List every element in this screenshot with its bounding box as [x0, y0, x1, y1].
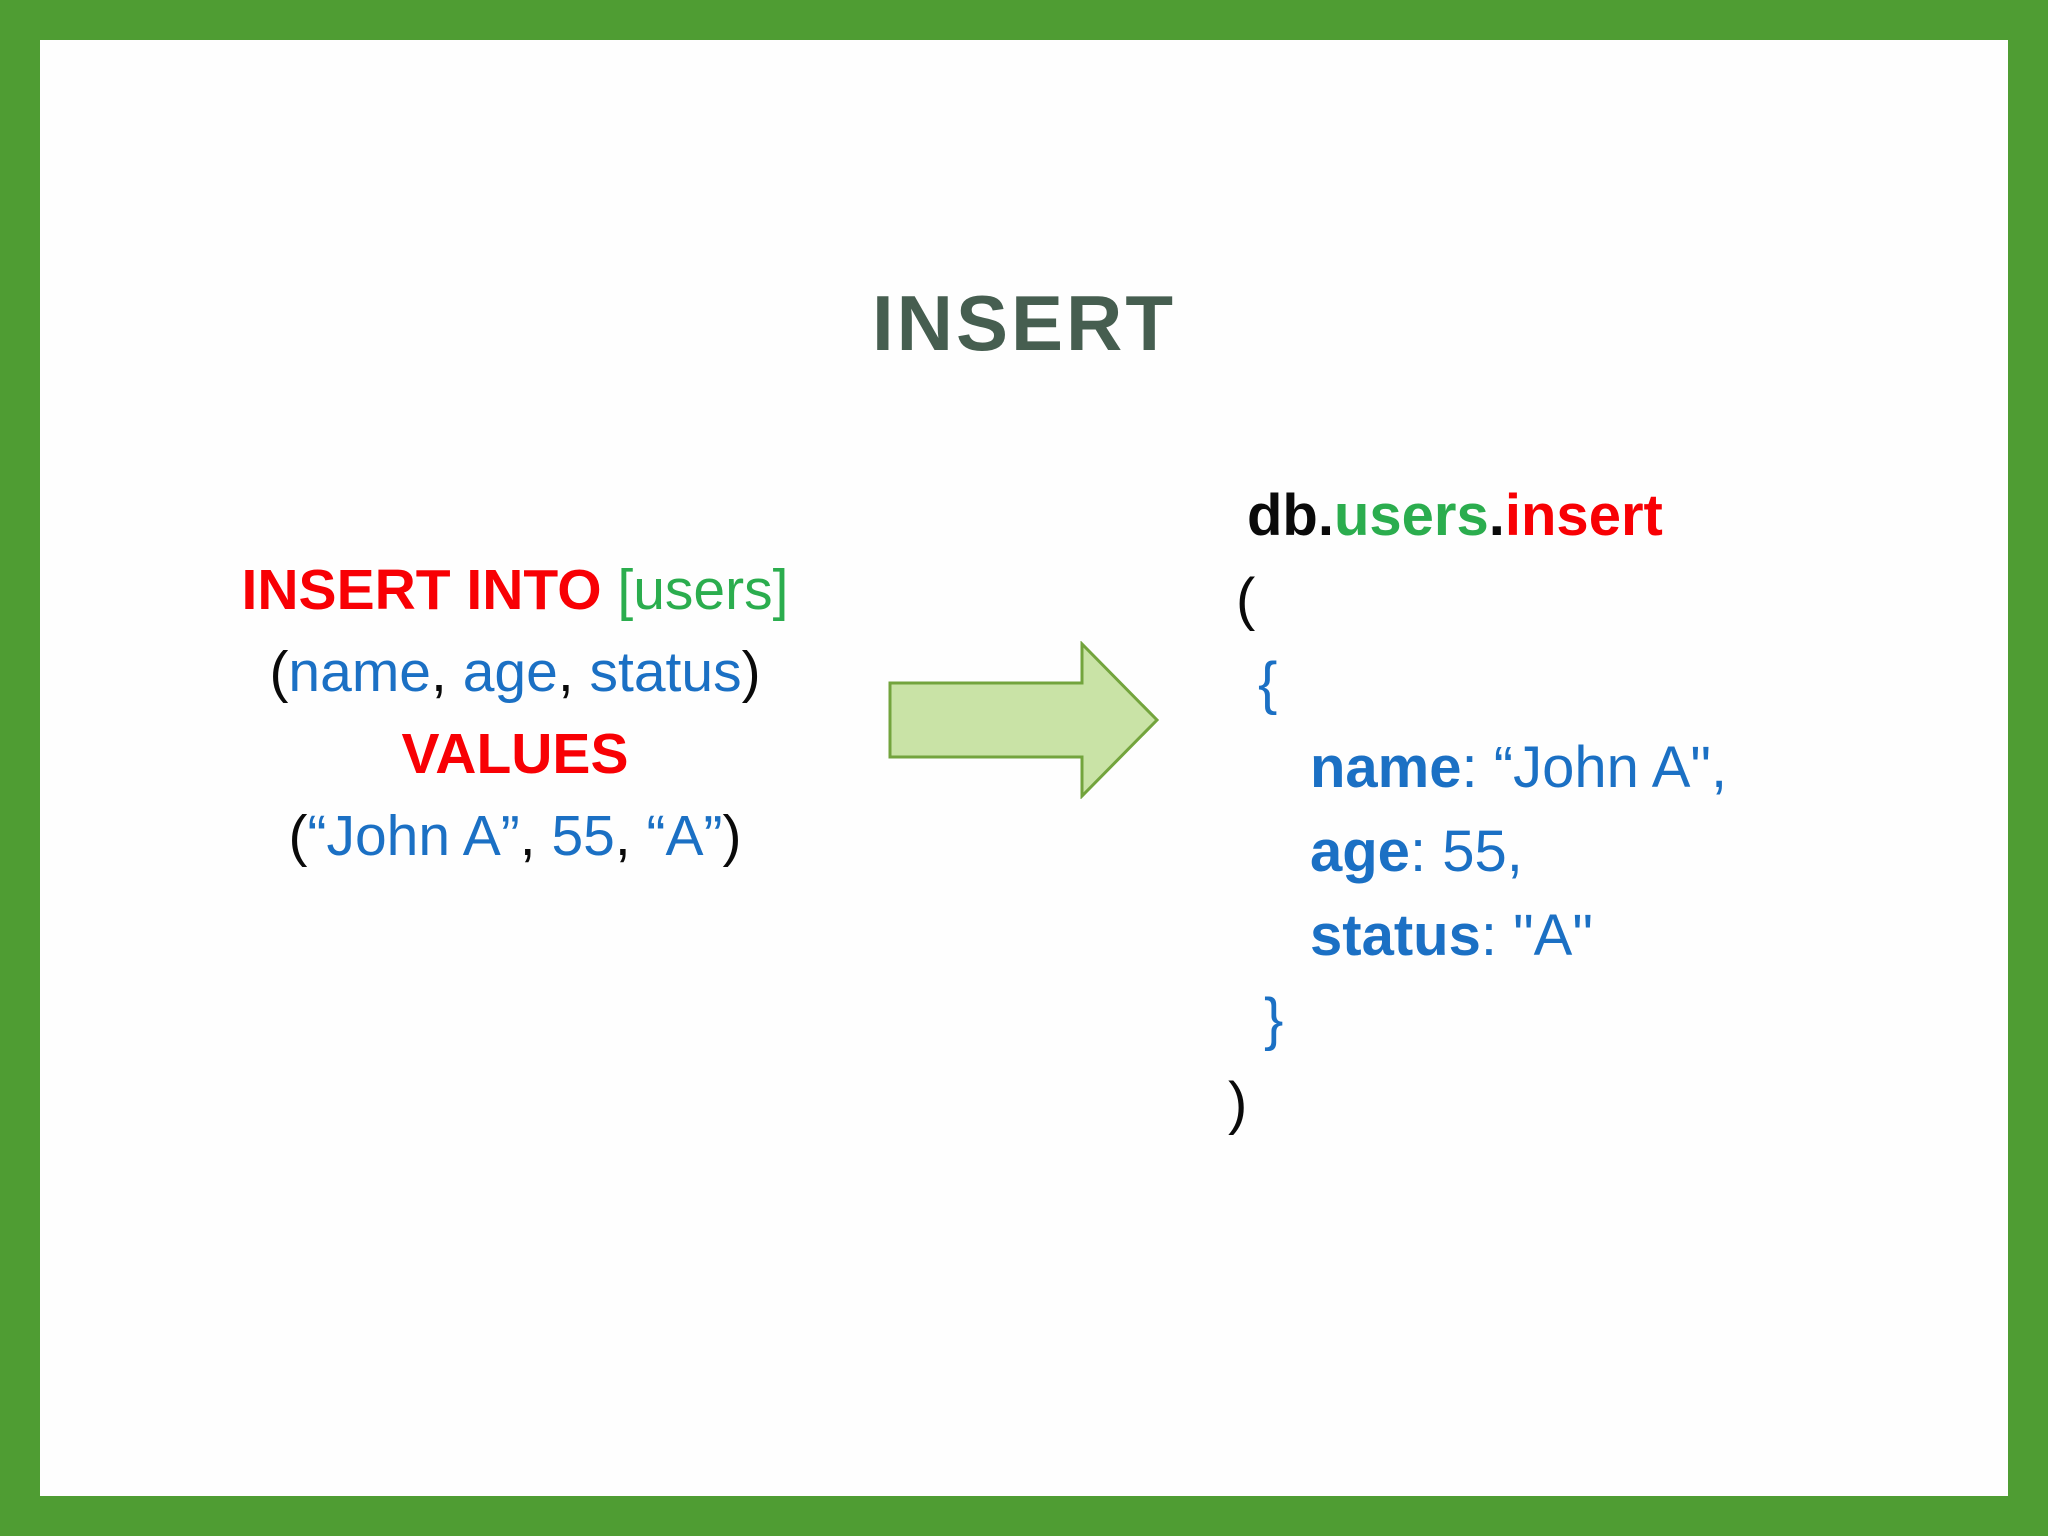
mongo-close-brace: } [1264, 987, 1284, 1052]
sql-line-columns: (name, age, status) [0, 631, 1030, 713]
sql-columns-comma-2: , [557, 640, 590, 704]
sql-values-close-paren: ) [722, 804, 742, 868]
mongo-line-field-name: name: “John A", [1228, 726, 1727, 810]
sql-line-values: (“John A”, 55, “A”) [0, 795, 1030, 877]
mongo-line-open-paren: ( [1228, 558, 1727, 642]
sql-column-age: age [462, 640, 558, 704]
mongo-query-block: db.users.insert ( { name: “John A", age:… [1228, 474, 1727, 1146]
sql-columns-close-paren: ) [741, 640, 761, 704]
mongo-open-paren: ( [1236, 567, 1256, 632]
mongo-close-paren: ) [1228, 1071, 1248, 1136]
mongo-method-token: insert [1504, 483, 1663, 548]
mongo-line-field-status: status: "A" [1228, 894, 1727, 978]
slide-canvas [40, 40, 2008, 1496]
mongo-field-name-value: “John A", [1493, 735, 1728, 800]
sql-columns-comma-1: , [431, 640, 463, 704]
slide-title: INSERT [871, 279, 1177, 368]
mongo-db-token: db [1247, 483, 1318, 548]
mongo-colon-3: : [1480, 903, 1514, 968]
mongo-field-status-key: status [1310, 903, 1481, 968]
mongo-field-age-value: 55, [1442, 819, 1523, 884]
sql-query-block: INSERT INTO [users] (name, age, status) … [0, 549, 1030, 877]
sql-keyword-values: VALUES [401, 722, 629, 786]
mongo-line-open-brace: { [1228, 642, 1727, 726]
sql-line-values-keyword: VALUES [0, 713, 1030, 795]
mongo-line-close-paren: ) [1228, 1062, 1727, 1146]
sql-values-open-paren: ( [288, 804, 308, 868]
sql-column-status: status [589, 640, 742, 704]
sql-value-status: “A” [646, 804, 723, 868]
mongo-dot-2: . [1488, 483, 1505, 548]
mongo-open-brace: { [1258, 651, 1278, 716]
sql-table-name: [users] [617, 558, 789, 622]
sql-values-comma-1: , [519, 804, 552, 868]
sql-values-comma-2: , [614, 804, 647, 868]
sql-value-age: 55 [551, 804, 615, 868]
mongo-collection-token: users [1333, 483, 1489, 548]
mongo-field-name-key: name [1310, 735, 1462, 800]
mongo-field-status-value: "A" [1513, 903, 1593, 968]
mongo-colon-2: : [1409, 819, 1443, 884]
sql-line-table: INSERT INTO [users] [0, 549, 1030, 631]
mongo-line-header: db.users.insert [1228, 474, 1727, 558]
sql-columns-open-paren: ( [269, 640, 289, 704]
sql-value-name: “John A” [307, 804, 520, 868]
mongo-line-close-brace: } [1228, 978, 1727, 1062]
sql-column-name: name [288, 640, 432, 704]
right-arrow-icon [888, 641, 1160, 799]
mongo-dot-1: . [1317, 483, 1334, 548]
mongo-line-field-age: age: 55, [1228, 810, 1727, 894]
mongo-colon-1: : [1461, 735, 1494, 800]
sql-keyword-insert-into: INSERT INTO [241, 558, 618, 622]
mongo-field-age-key: age [1310, 819, 1410, 884]
